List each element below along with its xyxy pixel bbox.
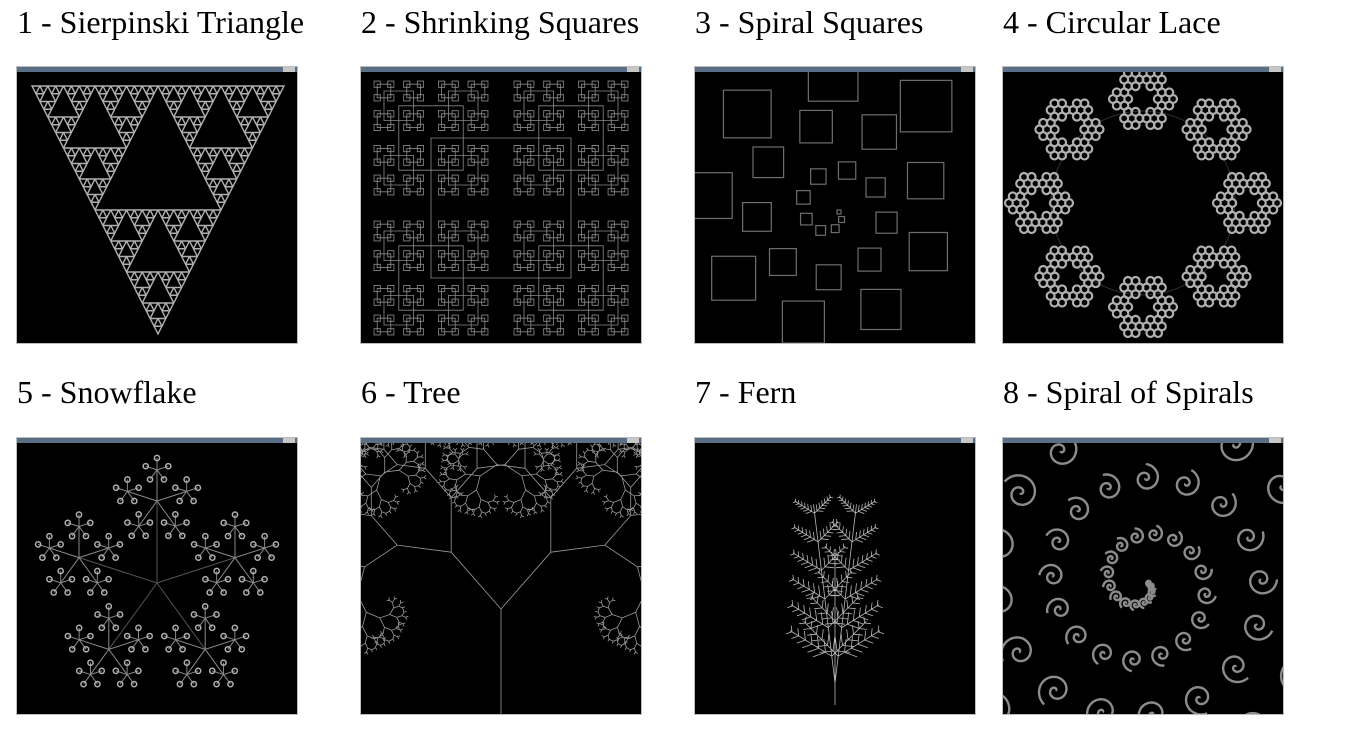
fractal-caption: 7 - Fern — [695, 374, 797, 410]
snowflake-graphic — [34, 454, 280, 688]
fractal-image-snowflake[interactable] — [16, 437, 298, 715]
window-titlebar — [695, 438, 975, 443]
fractal-caption: 5 - Snowflake — [17, 374, 197, 410]
window-titlebar — [1003, 438, 1283, 443]
fractal-caption: 2 - Shrinking Squares — [361, 4, 640, 40]
fractal-caption: 8 - Spiral of Spirals — [1003, 374, 1254, 410]
fractal-image-sierpinski[interactable] — [16, 66, 298, 344]
fractal-image-spiral-of-spirals[interactable] — [1002, 437, 1284, 715]
shrinking-squares-graphic — [373, 80, 629, 336]
fractal-image-tree[interactable] — [360, 437, 642, 715]
spiral-squares-graphic — [695, 72, 953, 343]
fractal-image-circular-lace[interactable] — [1002, 66, 1284, 344]
fractal-image-shrinking-squares[interactable] — [360, 66, 642, 344]
fern-graphic — [785, 494, 885, 705]
window-titlebar — [361, 438, 641, 443]
window-titlebar — [361, 67, 641, 72]
sierpinski-triangle-graphic — [30, 85, 286, 336]
fractal-caption: 3 - Spiral Squares — [695, 4, 924, 40]
fractal-caption: 6 - Tree — [361, 374, 461, 410]
fractal-caption: 1 - Sierpinski Triangle — [17, 4, 305, 40]
fractal-caption: 4 - Circular Lace — [1003, 4, 1221, 40]
window-titlebar — [17, 438, 297, 443]
fractal-image-fern[interactable] — [694, 437, 976, 715]
spiral-of-spirals-graphic — [1003, 443, 1283, 714]
circular-lace-graphic — [1003, 72, 1283, 339]
fractal-image-spiral-squares[interactable] — [694, 66, 976, 344]
tree-graphic — [361, 443, 641, 714]
window-titlebar — [17, 67, 297, 72]
window-titlebar — [1003, 67, 1283, 72]
window-titlebar — [695, 67, 975, 72]
